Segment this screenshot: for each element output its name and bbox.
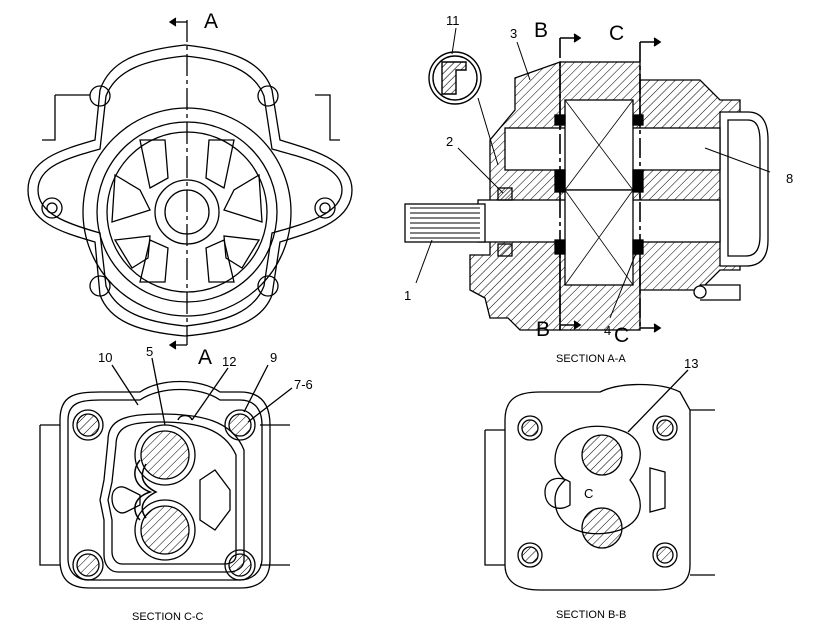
callout-1: 1 [404, 288, 411, 303]
leaders [415, 27, 771, 319]
end-view [27, 44, 353, 337]
detail-bubble [428, 51, 482, 105]
section-line-a [168, 17, 188, 350]
caption-section-cc: SECTION C-C [132, 611, 204, 623]
marker-b-top: B [534, 19, 548, 42]
callout-4: 4 [604, 323, 611, 338]
marker-a-bottom: A [198, 346, 212, 369]
callout-11: 11 [446, 13, 460, 28]
callout-12: 12 [222, 354, 236, 369]
callout-13: 13 [684, 356, 698, 371]
callout-10: 10 [98, 350, 112, 365]
section-cc-view [39, 357, 293, 589]
callout-8: 8 [786, 171, 793, 186]
marker-a-top: A [204, 10, 218, 33]
marker-c-top: C [609, 22, 624, 45]
section-lines-bc [559, 33, 662, 333]
callout-2: 2 [446, 134, 453, 149]
caption-section-bb: SECTION B-B [556, 609, 626, 621]
callout-7-6: 7-6 [294, 377, 313, 392]
callout-5: 5 [146, 344, 153, 359]
section-aa-view [404, 61, 769, 331]
caption-section-aa: SECTION A-A [556, 353, 626, 365]
center-letter: C [584, 486, 593, 501]
callout-3: 3 [510, 26, 517, 41]
marker-b-bottom: B [536, 318, 550, 341]
section-bb-view [484, 369, 715, 591]
marker-c-bottom: C [614, 324, 629, 347]
callout-9: 9 [270, 350, 277, 365]
labels: A A B B C C 1 2 3 4 5 7-6 8 9 10 11 12 1… [98, 10, 793, 623]
